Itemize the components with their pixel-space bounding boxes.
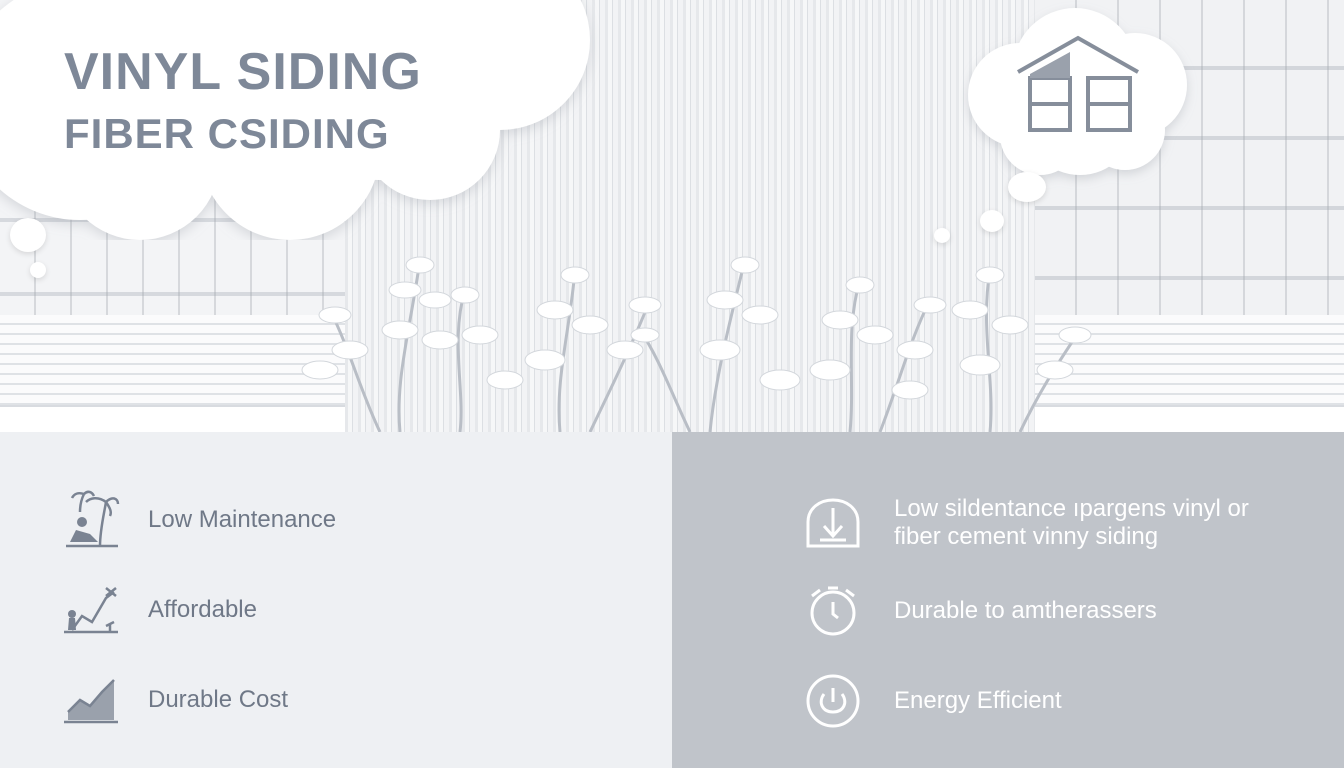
stopwatch-icon (810, 586, 856, 636)
feature-low-maintenance: Low Maintenance (60, 490, 336, 550)
cloud-bubble-1 (1008, 172, 1046, 202)
feature-label: Durable to amtherassers (894, 597, 1157, 624)
rising-chart-icon (64, 587, 118, 634)
feature-durable-cost: Durable Cost (60, 670, 288, 730)
fiber-cement-benefits-panel: Low sildentance ıpargens vinyl or fiber … (672, 432, 1344, 768)
plants-illustration (301, 256, 1092, 432)
window-sill-right (1035, 405, 1344, 432)
feature-label: Energy Efficient (894, 687, 1062, 714)
cloud-bubble-small (30, 262, 46, 278)
feature-energy-efficient: Energy Efficient (804, 672, 1062, 730)
vinyl-benefits-panel: Low Maintenance Affordable Durable Cost (0, 432, 672, 768)
feature-label: Durable Cost (148, 686, 289, 713)
feature-durable: Durable to amtherassers (804, 582, 1157, 640)
feature-label: Low Maintenance (148, 506, 337, 533)
feature-label: Affordable (148, 596, 257, 623)
title-line-1: VINYL SIDING (64, 43, 422, 101)
window-sill-left (0, 405, 345, 432)
house-icon (1017, 35, 1139, 132)
download-box-icon (806, 498, 860, 548)
feature-label: Low sildentance ıpargens vinyl or fiber … (894, 495, 1249, 550)
feature-affordable: Affordable (60, 580, 257, 640)
cloud-bubble-large (10, 218, 46, 252)
siding-scene: VINYL SIDING FIBER CSIDING (0, 0, 1344, 432)
cloud-bubble-2 (980, 210, 1004, 232)
house-cloud (968, 8, 1187, 175)
clapboard-siding-left (0, 315, 345, 410)
power-circle-icon (806, 674, 860, 728)
feature-low-maintenance-fiber: Low sildentance ıpargens vinyl or fiber … (804, 494, 1304, 552)
cloud-bubble-3 (934, 228, 950, 243)
title-cloud (0, 0, 590, 240)
title-line-2: FIBER CSIDING (64, 110, 390, 157)
palm-tree-relax-icon (66, 490, 120, 548)
area-chart-icon (64, 679, 118, 724)
